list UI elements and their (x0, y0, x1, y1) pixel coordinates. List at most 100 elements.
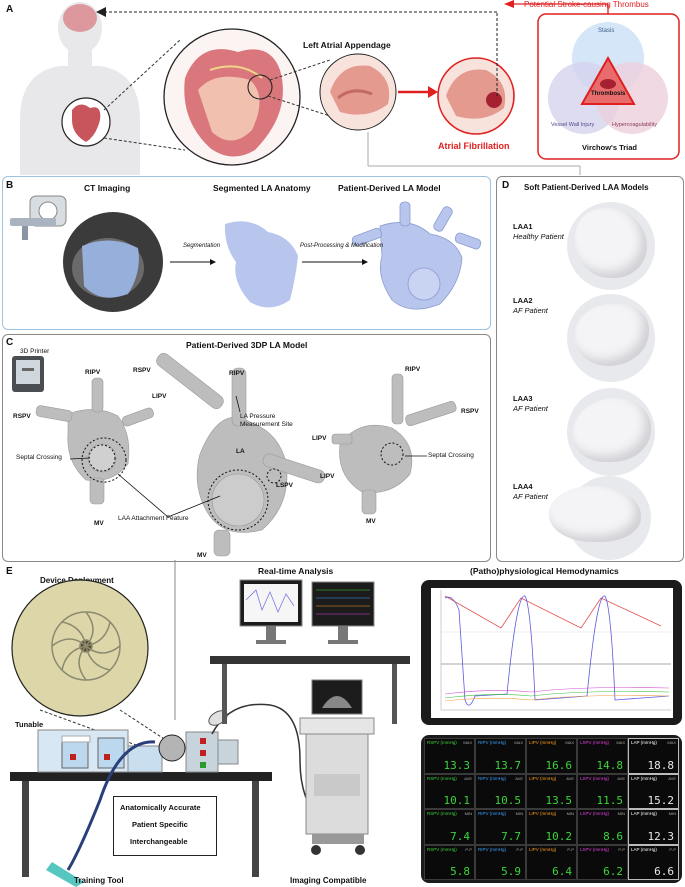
readout-stat-label: P-P (516, 846, 523, 852)
readout-channel-name: RIPV (mmHg) (478, 775, 506, 781)
3d-printer-icon (12, 356, 44, 392)
readout-stat-label: MAX (667, 740, 676, 745)
gloved-hand-icon (46, 862, 84, 887)
readout-channel-name: RSPV (mmHg) (427, 811, 457, 816)
readout-stat-label: AVE (566, 775, 574, 781)
la-label: LA (236, 448, 245, 455)
laa3-model (573, 398, 651, 462)
panel-b-box (2, 176, 491, 330)
pressure-label-2: Measurement Site (240, 421, 293, 428)
readout-stat-label: MAX (463, 740, 472, 745)
vessel-wall-label: Vessel Wall Injury (551, 122, 595, 128)
readout-value: 18.8 (647, 758, 675, 772)
readout-stat-label: AVE (515, 775, 523, 781)
patient-la-model-title: Patient-Derived LA Model (338, 183, 441, 193)
laa4-desc: AF Patient (513, 492, 548, 501)
virchow-title: Virchow's Triad (582, 143, 637, 152)
ripv-right: RIPV (405, 366, 421, 373)
readout-channel-name: LIPV (mmHg) (529, 740, 557, 745)
readout-cell: LIPV (mmHg) MAX 16.6 (526, 738, 577, 774)
ultrasound-machine-icon (299, 679, 375, 855)
laa4-model (549, 486, 641, 542)
readout-stat-label: P-P (465, 846, 472, 852)
panel-b-art (10, 195, 482, 312)
readout-channel-name: RSPV (mmHg) (427, 846, 457, 852)
mv-left: MV (94, 520, 104, 527)
panel-d-box (496, 176, 684, 562)
readout-stat-label: P-P (618, 846, 625, 852)
rspv-center: RSPV (133, 367, 151, 374)
panel-e-letter: E (6, 566, 13, 577)
segmentation-step: Segmentation (183, 243, 221, 249)
readout-value: 7.7 (501, 829, 521, 843)
analysis-monitor-2 (311, 581, 375, 627)
readout-channel-name: LSPV (mmHg) (580, 811, 610, 816)
device-icon (51, 611, 121, 681)
lipv-right: LIPV (312, 435, 327, 442)
imaging-compatible-label: Imaging Compatible (290, 876, 367, 885)
pressure-label-1: LA Pressure (240, 413, 276, 420)
rspv-left: RSPV (13, 413, 31, 420)
ripv-left: RIPV (85, 369, 101, 376)
post-processing-step: Post-Processing & Modification (300, 243, 384, 249)
readout-value: 13.7 (494, 758, 522, 772)
readout-channel-name: LSPV (mmHg) (580, 846, 610, 852)
ct-imaging-title: CT Imaging (84, 183, 131, 193)
readout-value: 14.8 (596, 758, 624, 772)
readout-value: 6.6 (654, 865, 674, 878)
readout-stat-label: MAX (565, 740, 574, 745)
readout-stat-label: AVE (464, 775, 472, 781)
hypercoagulability-label: Hypercoagulability (612, 122, 657, 128)
tunable-label: Tunable (15, 720, 44, 729)
laa-attach-label: LAA Attachment Feature (118, 515, 189, 522)
panel-c-art (12, 352, 457, 557)
laa3-name: LAA3 (513, 394, 533, 403)
lipv-center: LIPV (320, 473, 335, 480)
heart-icon (72, 104, 101, 142)
laa1-desc: Healthy Patient (513, 232, 564, 241)
panel-a-letter: A (6, 4, 14, 15)
training-tool-label: Training Tool (74, 876, 124, 885)
laa1-model (575, 208, 647, 278)
thrombus-icon (486, 92, 502, 108)
readout-channel-name: RIPV (mmHg) (478, 846, 506, 852)
laa-attach-circle-center (207, 469, 269, 531)
readout-channel-name: LIPV (mmHg) (529, 811, 557, 816)
panel-c-title: Patient-Derived 3DP LA Model (186, 340, 308, 350)
mv-center: MV (197, 552, 207, 559)
segmented-la-title: Segmented LA Anatomy (213, 183, 311, 193)
panel-b-letter: B (6, 180, 14, 191)
panel-a-art (20, 0, 680, 175)
readout-channel-name: LIPV (mmHg) (529, 846, 557, 852)
laa2-desc: AF Patient (513, 306, 548, 315)
readout-stat-label: MIN (668, 811, 676, 816)
readout-channel-name: LAP (mmHg) (631, 740, 657, 745)
panel-d-letter: D (502, 180, 510, 191)
lipv-left: LIPV (152, 393, 167, 400)
readout-value: 16.6 (545, 758, 573, 772)
catheter-line (66, 740, 156, 871)
readout-stat-label: MIN (515, 811, 523, 816)
readout-stat-label: MIN (464, 811, 472, 816)
readout-channel-name: LSPV (mmHg) (580, 740, 610, 745)
readout-stat-label: P-P (567, 846, 574, 852)
thrombus-label: Potential Stroke-causing Thrombus (524, 0, 649, 9)
readout-stat-label: MIN (617, 811, 625, 816)
segmented-la-shape (224, 221, 298, 308)
readout-value: 6.2 (603, 865, 623, 878)
hemodynamics-graph (431, 588, 673, 718)
readout-value: 10.2 (545, 829, 573, 843)
feature-interchangeable: Interchangeable (130, 837, 188, 846)
